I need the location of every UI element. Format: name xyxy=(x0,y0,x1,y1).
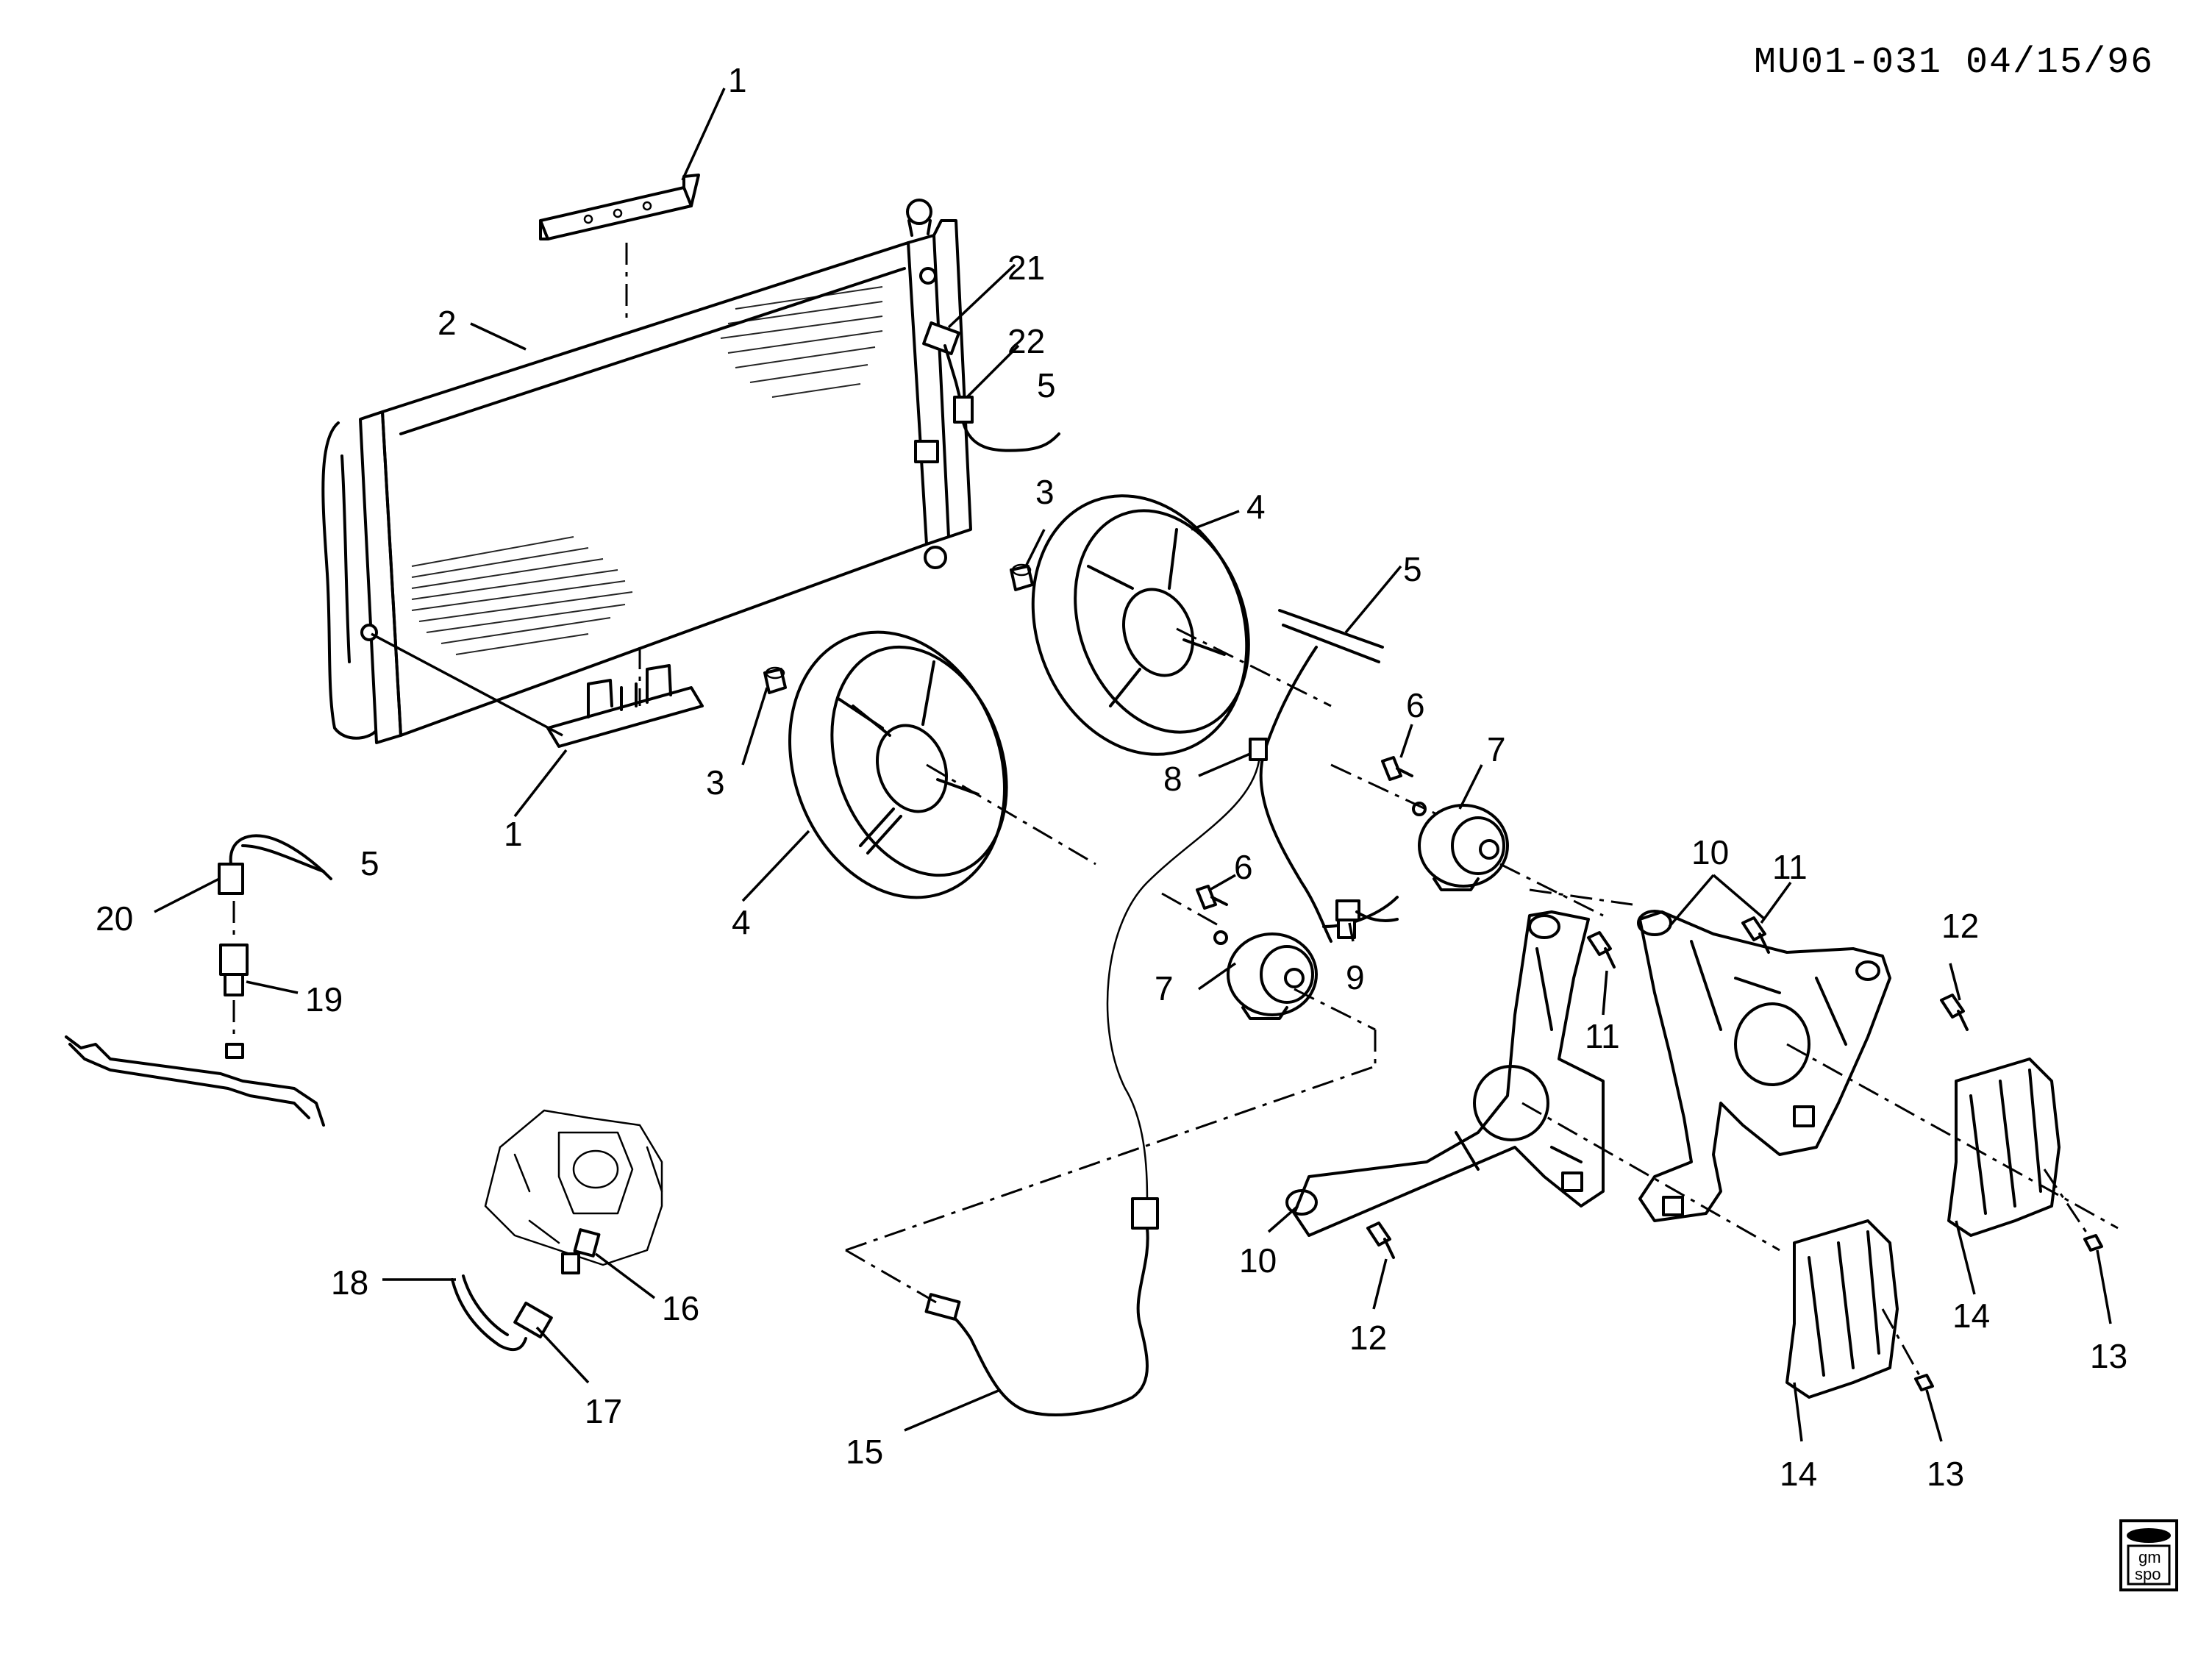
fan-motor-upper xyxy=(1412,802,1509,891)
bolt-12-right xyxy=(1940,994,1969,1031)
callout-leaders xyxy=(154,88,2112,1442)
callout-17: 17 xyxy=(585,1392,622,1430)
callout-7-upper: 7 xyxy=(1487,730,1506,768)
fan-harness xyxy=(1259,609,1399,943)
callout-4-left: 4 xyxy=(732,903,751,941)
bolt-upper xyxy=(1381,756,1413,781)
callout-2: 2 xyxy=(438,304,457,342)
nut-left xyxy=(763,666,787,694)
callout-6-upper: 6 xyxy=(1406,686,1425,724)
fan-bracket-right xyxy=(1637,910,1891,1222)
callout-3-left: 3 xyxy=(706,763,725,802)
bolt-lower xyxy=(1196,885,1228,910)
logo-text-gm: gm xyxy=(2138,1548,2161,1566)
callout-11-right: 11 xyxy=(1772,848,1808,886)
nut-right xyxy=(1010,563,1034,591)
callout-10-left: 10 xyxy=(1239,1241,1277,1280)
callout-14-upper: 14 xyxy=(1952,1297,1990,1335)
fan-assembly-right xyxy=(1031,494,1250,756)
callout-7-lower: 7 xyxy=(1155,969,1174,1007)
callout-labels: 1 1 2 3 3 4 4 5 5 5 6 6 7 7 8 9 10 10 11… xyxy=(96,61,2127,1493)
callout-5-left: 5 xyxy=(360,844,379,882)
screw-upper xyxy=(2083,1234,2103,1252)
callout-10-right: 10 xyxy=(1691,833,1729,871)
radiator xyxy=(321,199,972,744)
bolt-11-right xyxy=(1741,916,1770,954)
lower-radiator-bracket xyxy=(546,647,704,748)
callout-3-right: 3 xyxy=(1035,473,1055,511)
motor-connector xyxy=(1335,899,1399,922)
callout-12-right: 12 xyxy=(1941,907,1979,945)
upper-radiator-bracket xyxy=(539,174,700,324)
callout-13-lower: 13 xyxy=(1927,1455,1964,1493)
sensor-harness-top xyxy=(922,321,1060,452)
callout-22: 22 xyxy=(1007,322,1045,360)
callout-14-lower: 14 xyxy=(1780,1455,1817,1493)
callout-12-left: 12 xyxy=(1349,1319,1387,1357)
gm-spo-logo: gm spo xyxy=(2119,1519,2178,1591)
callout-21: 21 xyxy=(1007,249,1045,287)
engine-coolant-sensor-group xyxy=(451,1109,663,1352)
deflector-upper xyxy=(1947,1058,2061,1237)
bolt-11-left xyxy=(1587,931,1616,969)
radiator-core-hatching xyxy=(411,286,883,655)
fan-bracket-left xyxy=(1285,910,1605,1237)
main-harness xyxy=(845,738,1376,1416)
callout-5-top: 5 xyxy=(1037,366,1056,404)
callout-20: 20 xyxy=(96,899,133,938)
fan-motor-lower xyxy=(1213,930,1318,1020)
screw-lower xyxy=(1914,1374,1934,1391)
assembly-centerlines xyxy=(926,627,2119,1376)
drawing-id: MU01-031 04/15/96 xyxy=(1754,42,2154,84)
callout-1-upper: 1 xyxy=(728,61,747,99)
callout-5-harness: 5 xyxy=(1403,550,1422,588)
callout-15: 15 xyxy=(846,1433,883,1471)
deflector-lower xyxy=(1785,1219,1899,1399)
callout-11-left: 11 xyxy=(1585,1017,1620,1055)
pressure-switch-group xyxy=(65,834,332,1127)
callout-16: 16 xyxy=(662,1289,699,1327)
callout-18: 18 xyxy=(331,1263,368,1302)
callout-1-lower: 1 xyxy=(504,815,523,853)
callout-19: 19 xyxy=(305,980,343,1019)
callout-6-lower: 6 xyxy=(1234,848,1253,886)
bolt-12-left xyxy=(1366,1221,1395,1259)
callout-4-right: 4 xyxy=(1246,488,1266,526)
callout-13-upper: 13 xyxy=(2090,1337,2127,1375)
logo-text-spo: spo xyxy=(2135,1565,2161,1583)
fan-assembly-left xyxy=(788,630,1008,899)
callout-8: 8 xyxy=(1163,760,1182,798)
callout-9: 9 xyxy=(1346,958,1365,996)
